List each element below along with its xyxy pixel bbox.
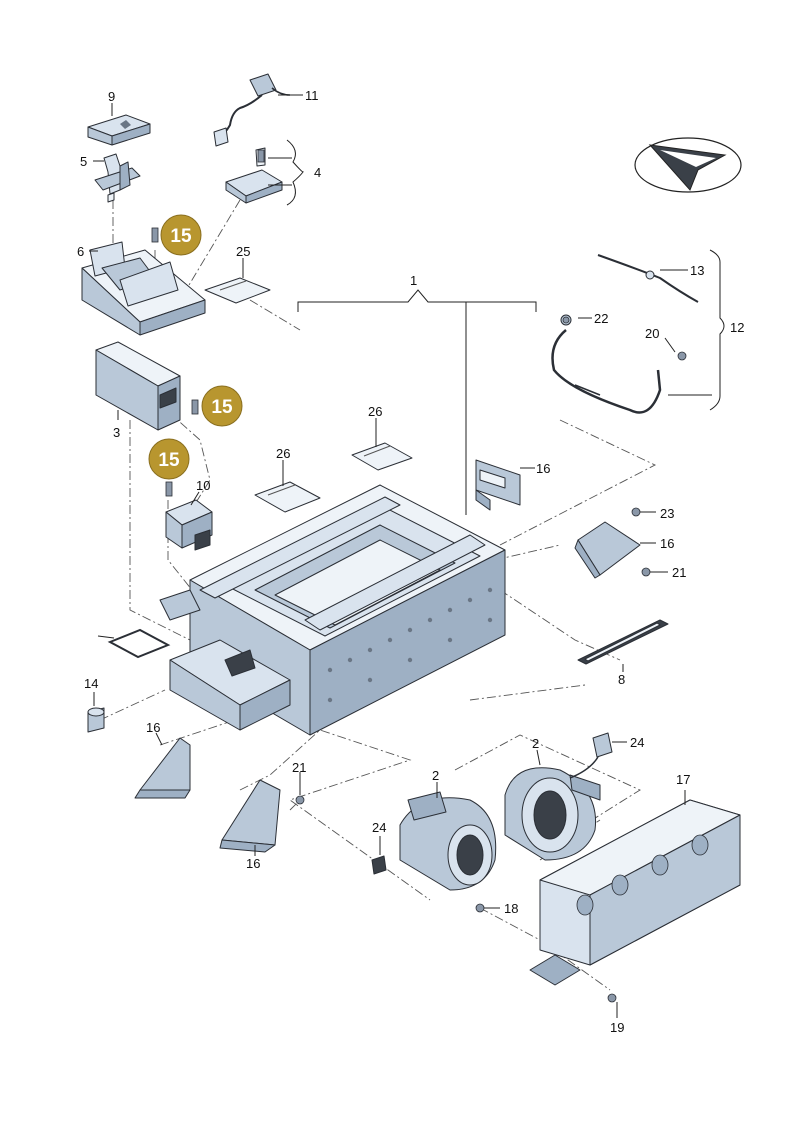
cable-part-13 xyxy=(597,254,699,303)
label-25: 25 xyxy=(236,244,250,259)
bracket-part-16-bottom xyxy=(219,779,281,853)
plug-part-14 xyxy=(87,707,105,733)
cable-part-11 xyxy=(213,73,291,147)
label-13: 13 xyxy=(690,263,704,278)
sensor-part-10 xyxy=(165,499,213,551)
label-3: 3 xyxy=(113,425,120,440)
connector-part-24-right xyxy=(569,732,613,779)
label-16-left: 16 xyxy=(146,720,160,735)
bracket-part-16-mid xyxy=(574,521,641,579)
label-18: 18 xyxy=(504,901,518,916)
label-1: 1 xyxy=(410,273,417,288)
cable-part-12 xyxy=(551,314,662,414)
svg-text:15: 15 xyxy=(211,397,233,418)
label-26-left: 26 xyxy=(276,446,290,461)
label-8: 8 xyxy=(618,672,625,687)
housing-part-6 xyxy=(81,241,206,336)
seal-strip-part-8 xyxy=(577,619,669,665)
blower-part-2-right xyxy=(504,767,601,861)
label-21-right: 21 xyxy=(672,565,686,580)
connector-part-24-left xyxy=(371,855,387,875)
bracket-part-16-left xyxy=(134,737,191,799)
label-10: 10 xyxy=(196,478,210,493)
label-20: 20 xyxy=(645,326,659,341)
cover-plate-part-26-right xyxy=(351,442,413,471)
cover-part-9 xyxy=(87,114,151,146)
label-9: 9 xyxy=(108,89,115,104)
badge-15-lower: 15 xyxy=(148,438,190,480)
badge-15-middle: 15 xyxy=(201,385,243,427)
label-24-right: 24 xyxy=(630,735,644,750)
bracket-part-5 xyxy=(94,153,141,203)
direction-arrow-icon xyxy=(634,137,742,193)
label-5: 5 xyxy=(80,154,87,169)
label-16-top: 16 xyxy=(536,461,550,476)
label-12: 12 xyxy=(730,320,744,335)
svg-text:15: 15 xyxy=(158,450,180,471)
leader-lines xyxy=(89,94,725,1018)
label-17: 17 xyxy=(676,772,690,787)
label-2-right: 2 xyxy=(532,736,539,751)
air-duct-part-17 xyxy=(529,799,741,986)
label-16-bottom: 16 xyxy=(246,856,260,871)
label-4: 4 xyxy=(314,165,321,180)
control-unit-part-3 xyxy=(95,341,181,431)
part-number-labels: 9 5 6 3 11 4 25 1 26 26 10 13 22 20 12 1… xyxy=(77,88,744,1035)
gasket-part xyxy=(107,628,171,659)
blower-part-2-left xyxy=(399,791,497,891)
label-6: 6 xyxy=(77,244,84,259)
label-2-left: 2 xyxy=(432,768,439,783)
label-11: 11 xyxy=(305,88,319,103)
highlight-badges: 15 15 15 xyxy=(148,214,243,480)
label-14: 14 xyxy=(84,676,98,691)
svg-text:15: 15 xyxy=(170,226,192,247)
label-24-left: 24 xyxy=(372,820,386,835)
label-22: 22 xyxy=(594,311,608,326)
warning-label-part-25 xyxy=(204,277,271,304)
label-16-mid: 16 xyxy=(660,536,674,551)
screws xyxy=(151,149,687,1003)
bracket-part-16-top xyxy=(475,459,521,511)
cover-plate-part-26-left xyxy=(254,481,321,513)
label-26-right: 26 xyxy=(368,404,382,419)
label-19: 19 xyxy=(610,1020,624,1035)
label-21-bottom: 21 xyxy=(292,760,306,775)
label-23: 23 xyxy=(660,506,674,521)
bracket-part-4 xyxy=(225,147,283,204)
badge-15-top: 15 xyxy=(160,214,202,256)
battery-housing-part-1 xyxy=(159,484,506,736)
